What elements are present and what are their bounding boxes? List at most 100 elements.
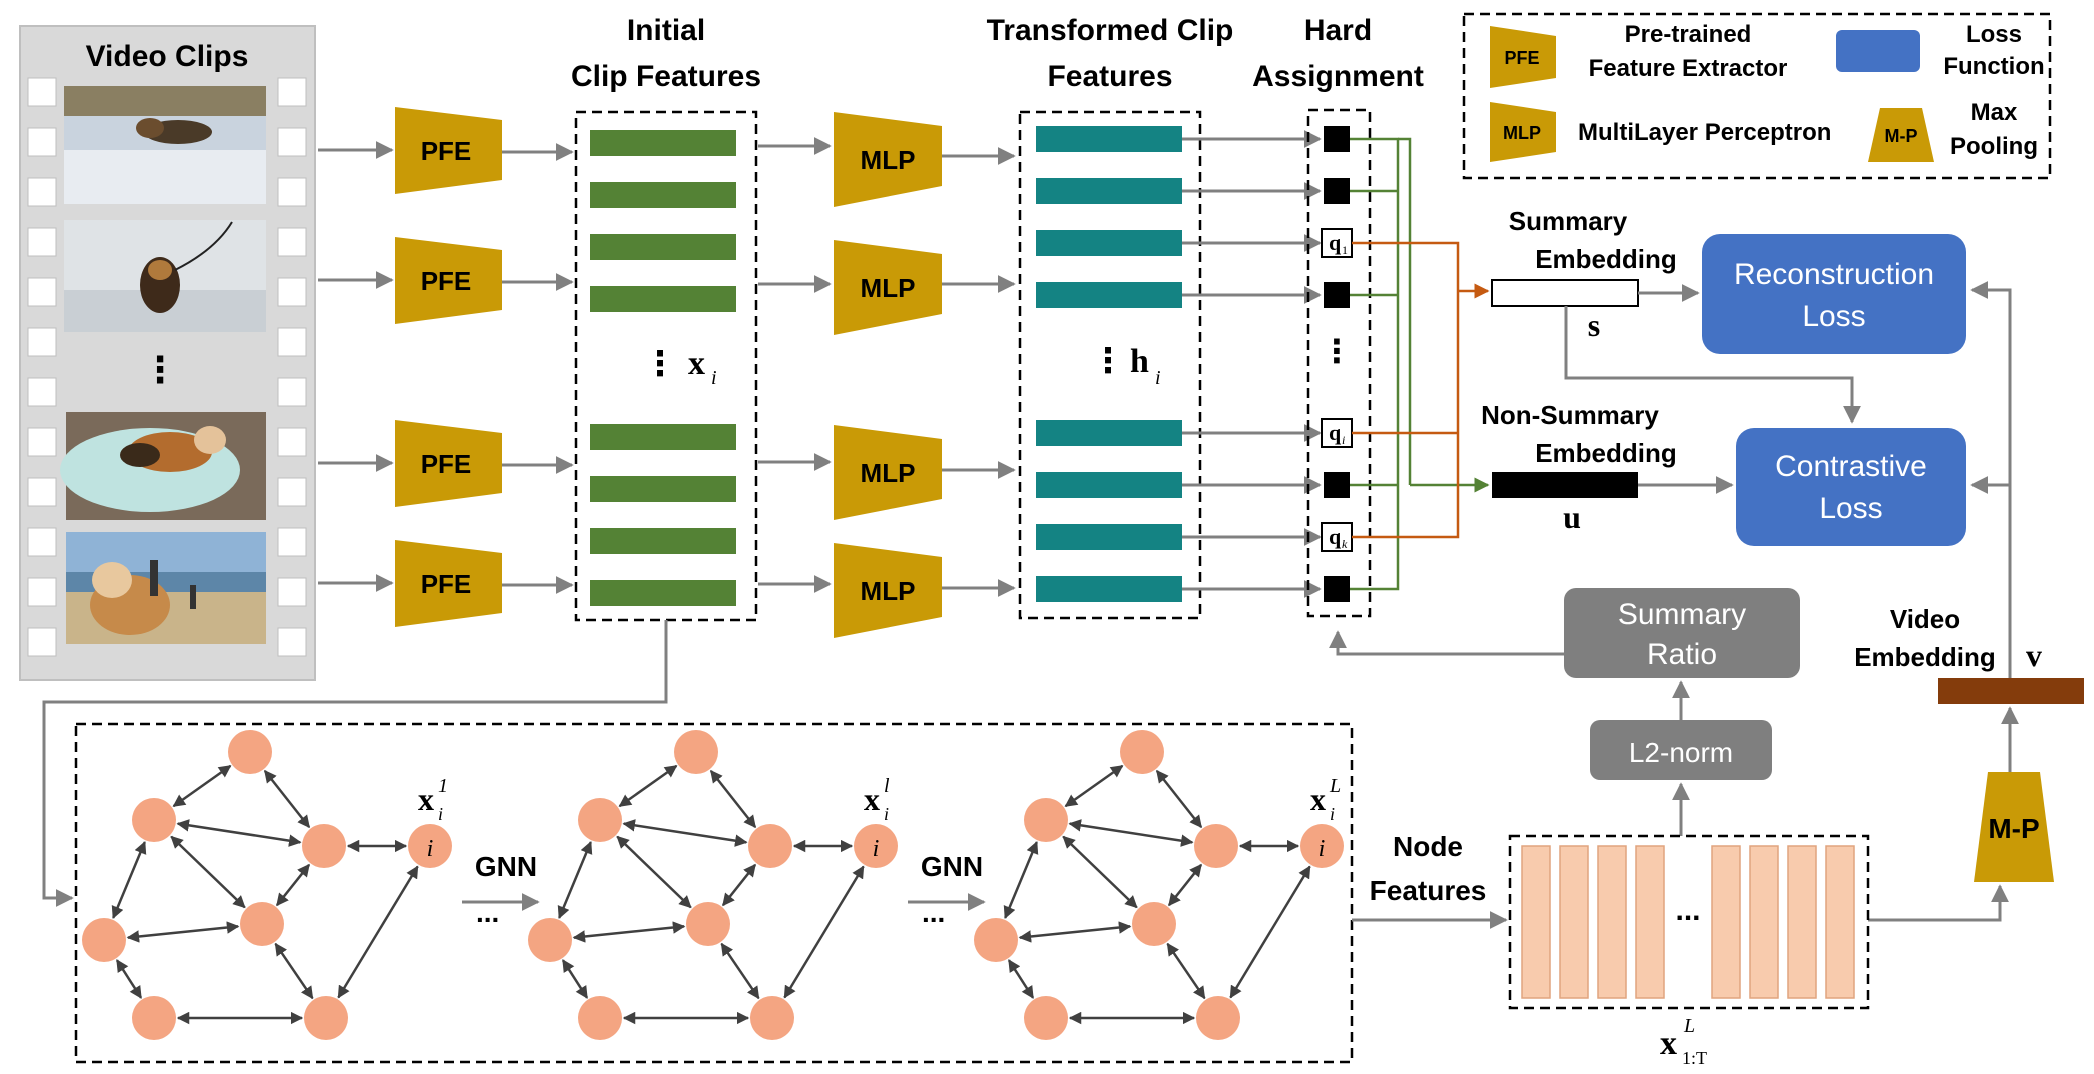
svg-text:MLP: MLP <box>861 458 916 488</box>
graph-node <box>528 918 572 962</box>
svg-text:Loss: Loss <box>1966 21 2022 48</box>
node-i <box>408 824 452 868</box>
graph-edge <box>172 764 232 808</box>
pfe-to-features-arrows <box>502 143 574 594</box>
graph-node <box>302 824 346 868</box>
video-embedding: Video Embedding v <box>1854 604 2084 704</box>
svg-text:GNN: GNN <box>921 851 983 882</box>
clip-frame-3 <box>60 412 266 520</box>
graph-node <box>1194 824 1238 868</box>
xi-layer-sup: l <box>884 775 890 797</box>
node-i-label: i <box>873 836 880 862</box>
clip-ellipsis: ⋮ <box>142 349 178 390</box>
transformed-clip-features: Transformed Clip Features ⋮ h i <box>987 14 1234 620</box>
svg-text:MLP: MLP <box>1503 123 1541 143</box>
xi-layer-symbol: x <box>418 781 434 817</box>
svg-text:Summary: Summary <box>1618 598 1746 631</box>
svg-text:Node: Node <box>1393 831 1463 862</box>
clip-frame-4 <box>66 532 266 644</box>
graph-edge <box>111 841 147 919</box>
graph-node <box>1196 996 1240 1040</box>
mlp-to-transformed-arrows <box>942 147 1016 597</box>
graph-edge <box>1018 921 1132 943</box>
graph-node <box>578 996 622 1040</box>
pfe-block-3: PFE <box>395 420 502 507</box>
graph-node <box>304 996 348 1040</box>
svg-text:Hard: Hard <box>1304 14 1372 47</box>
svg-text:PFE: PFE <box>421 449 472 479</box>
graph-node <box>132 996 176 1040</box>
graph-edge <box>170 835 246 909</box>
node-i <box>854 824 898 868</box>
svg-text:Transformed Clip: Transformed Clip <box>987 14 1234 47</box>
svg-text:q: q <box>1329 420 1342 445</box>
graph-edge <box>115 959 143 999</box>
xi-layer-sup: 1 <box>438 775 448 797</box>
graph-edge <box>572 921 686 943</box>
summary-ratio: Summary Ratio <box>1564 588 1800 678</box>
graph-edge <box>176 819 302 847</box>
svg-text:Ratio: Ratio <box>1647 638 1717 671</box>
pfe-block-1: PFE <box>395 107 502 194</box>
svg-text:i: i <box>1155 367 1161 389</box>
svg-text:q: q <box>1329 230 1342 255</box>
u-symbol: u <box>1563 499 1581 535</box>
legend: PFE Pre-trained Feature Extractor Loss F… <box>1462 12 2052 180</box>
svg-text:⋮: ⋮ <box>1321 333 1353 369</box>
svg-text:1:T: 1:T <box>1682 1048 1707 1068</box>
svg-text:PFE: PFE <box>421 136 472 166</box>
svg-text:...: ... <box>1675 894 1700 927</box>
pfe-block-2: PFE <box>395 237 502 324</box>
svg-text:Pooling: Pooling <box>1950 133 2038 160</box>
graph-node <box>748 824 792 868</box>
graph-node <box>974 918 1018 962</box>
legend-loss: Loss Function <box>1836 21 2045 80</box>
clips-to-pfe-arrows <box>318 141 394 592</box>
svg-text:M-P: M-P <box>1988 813 2039 844</box>
xi-layer-sub: i <box>1330 804 1335 824</box>
svg-text:⋮: ⋮ <box>643 345 677 383</box>
svg-text:Embedding: Embedding <box>1535 438 1677 468</box>
graph-node <box>1120 730 1164 774</box>
graph-edge <box>263 769 311 829</box>
svg-text:M-P: M-P <box>1885 126 1918 146</box>
features-to-mlp-arrows <box>758 137 832 593</box>
graph-edge <box>622 819 748 847</box>
summary-embedding: Summary Embedding s <box>1491 206 1677 343</box>
l2-norm: L2-norm <box>1590 720 1772 780</box>
xi-layer-symbol: x <box>864 781 880 817</box>
graph-edge <box>783 865 865 999</box>
non-summary-embedding: Non-Summary Embedding u <box>1481 400 1677 535</box>
graph-node <box>578 798 622 842</box>
transformed-to-assignment-arrows <box>1182 130 1322 598</box>
svg-text:k: k <box>1342 537 1348 551</box>
pfe-blocks: PFE PFE PFE PFE <box>395 107 502 627</box>
svg-text:Clip Features: Clip Features <box>571 60 761 93</box>
svg-text:PFE: PFE <box>421 569 472 599</box>
graph-node <box>1024 996 1068 1040</box>
contrastive-loss: Contrastive Loss <box>1736 428 1966 546</box>
svg-text:Reconstruction: Reconstruction <box>1734 258 1934 291</box>
graph-edge <box>274 942 314 1000</box>
graph-node <box>686 902 730 946</box>
graph-edge <box>557 841 593 919</box>
graph-node <box>1132 902 1176 946</box>
loss-arrows <box>1564 281 2012 690</box>
graph-edge <box>1062 835 1138 909</box>
svg-text:Feature Extractor: Feature Extractor <box>1589 55 1788 82</box>
s-symbol: s <box>1588 307 1600 343</box>
svg-text:Contrastive: Contrastive <box>1775 450 1927 483</box>
svg-text:GNN: GNN <box>475 851 537 882</box>
svg-text:⋮: ⋮ <box>1091 342 1125 380</box>
node-i <box>1300 824 1344 868</box>
graph-node <box>750 996 794 1040</box>
graph-edge <box>1167 863 1203 907</box>
graph-node <box>82 918 126 962</box>
clip-frame-2 <box>64 220 266 332</box>
v-symbol: v <box>2026 637 2042 673</box>
svg-text:Video: Video <box>1890 604 1960 634</box>
hi-symbol: h <box>1130 343 1149 380</box>
